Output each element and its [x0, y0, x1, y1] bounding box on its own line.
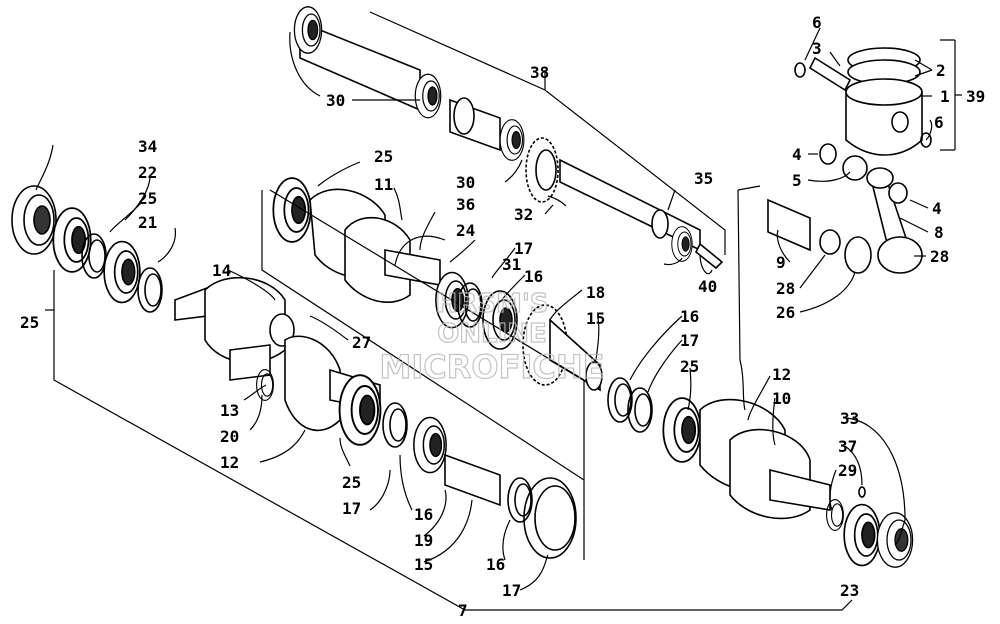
callout-11: 11 [374, 175, 393, 194]
right-crankshaft [607, 377, 914, 568]
callout-39: 39 [966, 87, 985, 106]
callout-30b: 30 [456, 173, 475, 192]
callout-8: 8 [934, 223, 944, 242]
callout-6a: 6 [812, 13, 822, 32]
callout-17a: 17 [514, 239, 533, 258]
left-crankshaft [174, 276, 577, 559]
callout-31: 31 [502, 255, 521, 274]
callout-32: 32 [514, 205, 533, 224]
callout-36: 36 [456, 195, 475, 214]
piston-rod-assembly [767, 47, 932, 274]
callout-16a: 16 [524, 267, 543, 286]
callout-13: 13 [220, 401, 239, 420]
callout-15b: 15 [414, 555, 433, 574]
leader-lines [35, 11, 962, 611]
callout-25d: 25 [680, 357, 699, 376]
callout-12a: 12 [772, 365, 791, 384]
callout-25e: 25 [342, 473, 361, 492]
callout-28b: 28 [930, 247, 949, 266]
callout-1: 1 [940, 87, 950, 106]
callout-25c: 25 [20, 313, 39, 332]
callout-9: 9 [776, 253, 786, 272]
callout-18: 18 [586, 283, 605, 302]
watermark-line-1: HRSM'S [435, 289, 548, 319]
callout-34: 34 [138, 137, 157, 156]
callout-25b: 25 [138, 189, 157, 208]
callout-21: 21 [138, 213, 157, 232]
callout-3: 3 [812, 39, 822, 58]
callout-38: 38 [530, 63, 549, 82]
watermark: HRSM'S ONLINE MICROFICHE [379, 288, 605, 386]
watermark-line-3: MICROFICHE [380, 348, 605, 386]
callout-30a: 30 [326, 91, 345, 110]
countershaft-assembly [293, 6, 724, 270]
callout-16b: 16 [680, 307, 699, 326]
callout-7: 7 [458, 601, 468, 620]
callout-16c: 16 [414, 505, 433, 524]
callout-29: 29 [838, 461, 857, 480]
callout-5: 5 [792, 171, 802, 190]
callout-4a: 4 [792, 145, 802, 164]
callout-4b: 4 [932, 199, 942, 218]
callout-22: 22 [138, 163, 157, 182]
callout-12b: 12 [220, 453, 239, 472]
callout-15a: 15 [586, 309, 605, 328]
callout-25a: 25 [374, 147, 393, 166]
centre-crank-section [272, 177, 603, 392]
callout-35: 35 [694, 169, 713, 188]
callout-28a: 28 [776, 279, 795, 298]
callout-17b: 17 [680, 331, 699, 350]
callout-10: 10 [772, 389, 791, 408]
callout-27: 27 [352, 333, 371, 352]
callout-16d: 16 [486, 555, 505, 574]
callout-labels: 1 2 3 4 4 5 6 6 7 8 9 10 11 12 12 13 14 … [20, 13, 985, 620]
callout-19: 19 [414, 531, 433, 550]
callout-37: 37 [838, 437, 857, 456]
callout-2: 2 [936, 61, 946, 80]
callout-17c: 17 [342, 499, 361, 518]
callout-17d: 17 [502, 581, 521, 600]
callout-14: 14 [212, 261, 231, 280]
callout-26: 26 [776, 303, 795, 322]
callout-24: 24 [456, 221, 475, 240]
callout-6b: 6 [934, 113, 944, 132]
watermark-line-2: ONLINE [437, 319, 547, 349]
callout-40: 40 [698, 277, 717, 296]
callout-33: 33 [840, 409, 859, 428]
callout-20: 20 [220, 427, 239, 446]
callout-23: 23 [840, 581, 859, 600]
